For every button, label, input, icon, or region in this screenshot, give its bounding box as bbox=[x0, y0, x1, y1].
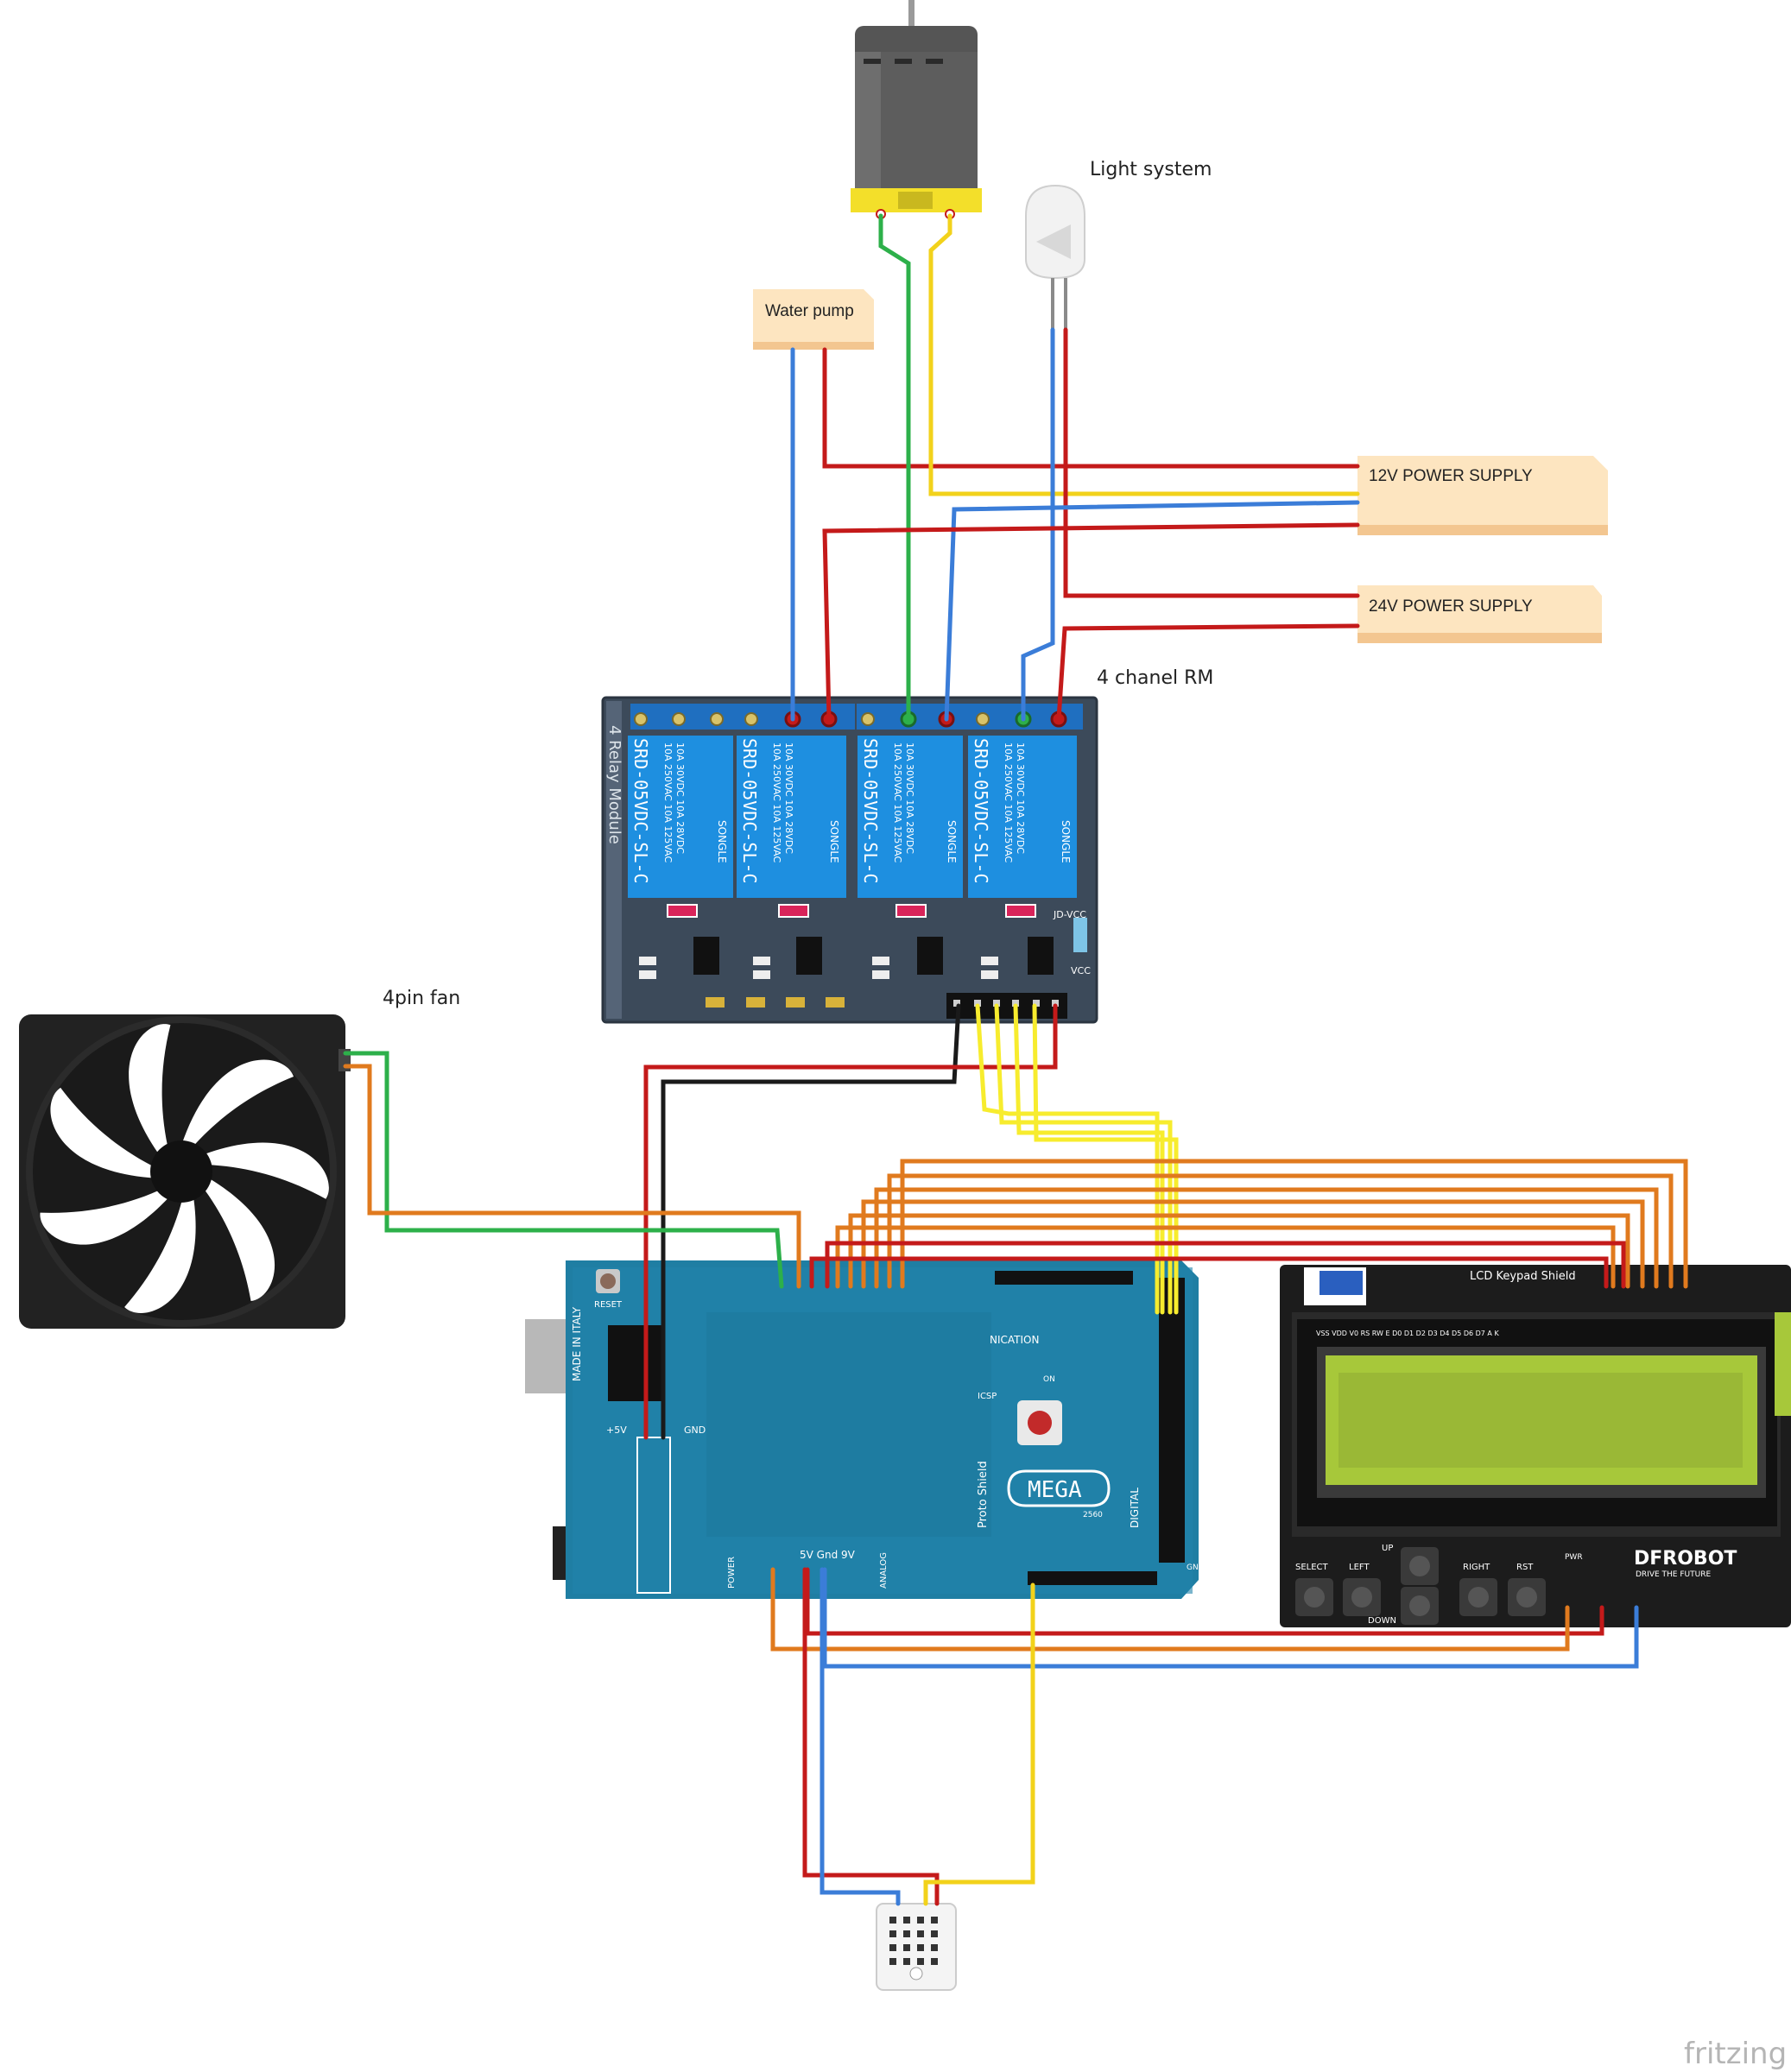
wire-relay-gnd bbox=[661, 1003, 961, 1440]
power-24v-note: 24V POWER SUPPLY bbox=[1357, 585, 1602, 643]
power-12v-label: 12V POWER SUPPLY bbox=[1369, 467, 1533, 485]
gnd-label: GND bbox=[684, 1424, 706, 1436]
proto-pad-field bbox=[706, 1312, 991, 1537]
digital-label: DIGITAL bbox=[1129, 1488, 1141, 1528]
cooling-fan bbox=[19, 1014, 351, 1329]
wire-dht-yellow bbox=[923, 1582, 1035, 1906]
relay4-rating2: 10A 30VDC 10A 28VDC bbox=[1015, 742, 1026, 854]
icsp-label: ICSP bbox=[978, 1392, 997, 1401]
wire-fan-green bbox=[343, 1051, 784, 1289]
wire-12v-red bbox=[822, 522, 1360, 722]
dht-sensor bbox=[876, 1903, 957, 1991]
board-gnd-label: GND bbox=[1187, 1563, 1205, 1572]
lcd-pins-label: VSS VDD V0 RS RW E D0 D1 D2 D3 D4 D5 D6 … bbox=[1316, 1330, 1499, 1337]
jd-vcc-label: JD-VCC bbox=[1053, 909, 1086, 920]
power-12v-note: 12V POWER SUPPLY bbox=[1357, 456, 1608, 535]
on-label: ON bbox=[1043, 1375, 1055, 1384]
wire-relay-in3 bbox=[1013, 1003, 1165, 1315]
fan-title-label: 4pin fan bbox=[383, 988, 460, 1009]
rst-button-label: RST bbox=[1516, 1563, 1534, 1572]
lcd-keypad-shield: LCD Keypad Shield VSS VDD V0 RS RW E D0 … bbox=[1280, 1265, 1791, 1627]
wire-led-blue bbox=[1021, 327, 1055, 722]
wire-pump-red bbox=[822, 347, 1360, 469]
relay2-brand: SONGLE bbox=[828, 820, 840, 863]
wire-dht-blue bbox=[820, 1567, 901, 1906]
relay-module-label: 4 Relay Module bbox=[605, 725, 623, 844]
relay4-rating: 10A 250VAC 10A 125VAC bbox=[1003, 742, 1014, 863]
light-system-label: Light system bbox=[1090, 159, 1212, 180]
wire-lcd-d4 bbox=[900, 1159, 1688, 1289]
wire-lcd-5v bbox=[805, 1567, 1604, 1636]
relay1-brand: SONGLE bbox=[716, 820, 728, 863]
row-5v-gnd-label: 5V Gnd 9V bbox=[800, 1549, 856, 1561]
mega-logo: MEGA 2560 bbox=[1007, 1469, 1111, 1519]
relay1-rating2: 10A 30VDC 10A 28VDC bbox=[674, 742, 686, 854]
wire-relay-vcc bbox=[643, 1003, 1058, 1440]
made-in-italy-label: MADE IN ITALY bbox=[571, 1306, 583, 1381]
wire-lcd-bl bbox=[825, 1241, 1626, 1289]
relay2-rating2: 10A 30VDC 10A 28VDC bbox=[783, 742, 794, 854]
arduino-mega-board: RESET MADE IN ITALY NICATION DIGITAL ON … bbox=[525, 1260, 1205, 1599]
relay-title-label: 4 chanel RM bbox=[1097, 667, 1213, 689]
wire-24v-red bbox=[1056, 623, 1360, 722]
lcd-title-label: LCD Keypad Shield bbox=[1470, 1270, 1576, 1283]
wire-lcd-d6 bbox=[874, 1187, 1659, 1289]
wire-relay-in1 bbox=[975, 1003, 1160, 1315]
communication-label: NICATION bbox=[990, 1334, 1039, 1346]
left-button-label: LEFT bbox=[1349, 1563, 1370, 1572]
wire-fan-orange bbox=[343, 1064, 801, 1289]
up-button-label: UP bbox=[1382, 1544, 1393, 1553]
mega-label: MEGA bbox=[1028, 1477, 1082, 1503]
led-light bbox=[1025, 184, 1085, 330]
water-pump-label: Water pump bbox=[765, 302, 854, 320]
mega-num-label: 2560 bbox=[1083, 1511, 1103, 1519]
dc-motor bbox=[851, 0, 982, 219]
relay3-rating2: 10A 30VDC 10A 28VDC bbox=[904, 742, 915, 854]
relay3-rating: 10A 250VAC 10A 125VAC bbox=[892, 742, 903, 863]
wire-motor-green bbox=[878, 213, 911, 722]
pwr-label: PWR bbox=[1565, 1553, 1583, 1562]
dfrobot-logo: DFROBOT bbox=[1634, 1548, 1737, 1570]
wire-12v-blue bbox=[944, 500, 1360, 722]
wire-lcd-gnd bbox=[822, 1567, 1639, 1669]
relay3-model: SRD-05VDC-SL-C bbox=[860, 738, 881, 884]
wire-lcd-rst bbox=[770, 1567, 1570, 1652]
fritzing-watermark: fritzing bbox=[1684, 2037, 1787, 2071]
vcc-label: VCC bbox=[1071, 965, 1091, 976]
relay1-model: SRD-05VDC-SL-C bbox=[630, 738, 651, 884]
relay4-model: SRD-05VDC-SL-C bbox=[971, 738, 991, 884]
relay-module: 4 Relay Module SRD-05VDC-SL-C SRD-05VDC-… bbox=[601, 696, 1098, 1024]
right-button-label: RIGHT bbox=[1463, 1563, 1490, 1572]
wire-led-red bbox=[1063, 327, 1360, 598]
plus5v-label: +5V bbox=[606, 1424, 627, 1436]
down-button-label: DOWN bbox=[1368, 1616, 1396, 1626]
wire-lcd-d5 bbox=[887, 1173, 1674, 1289]
wires bbox=[343, 213, 1688, 1906]
water-pump-note: Water pump bbox=[753, 289, 874, 350]
power-label: POWER bbox=[727, 1557, 737, 1589]
wire-motor-yellow bbox=[928, 213, 1360, 496]
reset-label: RESET bbox=[594, 1300, 623, 1310]
wire-dht-red bbox=[802, 1567, 940, 1906]
proto-shield-label: Proto Shield bbox=[977, 1461, 990, 1528]
power-24v-label: 24V POWER SUPPLY bbox=[1369, 597, 1533, 616]
relay2-rating: 10A 250VAC 10A 125VAC bbox=[771, 742, 782, 863]
relay1-rating: 10A 250VAC 10A 125VAC bbox=[662, 742, 674, 863]
keypad-buttons bbox=[1295, 1547, 1546, 1625]
dfrobot-tagline: DRIVE THE FUTURE bbox=[1636, 1570, 1711, 1579]
relay2-model: SRD-05VDC-SL-C bbox=[739, 738, 760, 884]
analog-label: ANALOG bbox=[879, 1552, 889, 1589]
select-button-label: SELECT bbox=[1295, 1563, 1329, 1572]
relay4-brand: SONGLE bbox=[1060, 820, 1072, 863]
relay3-brand: SONGLE bbox=[946, 820, 958, 863]
wire-lcd-rs bbox=[848, 1213, 1630, 1289]
wire-lcd-bl2 bbox=[809, 1256, 1609, 1289]
